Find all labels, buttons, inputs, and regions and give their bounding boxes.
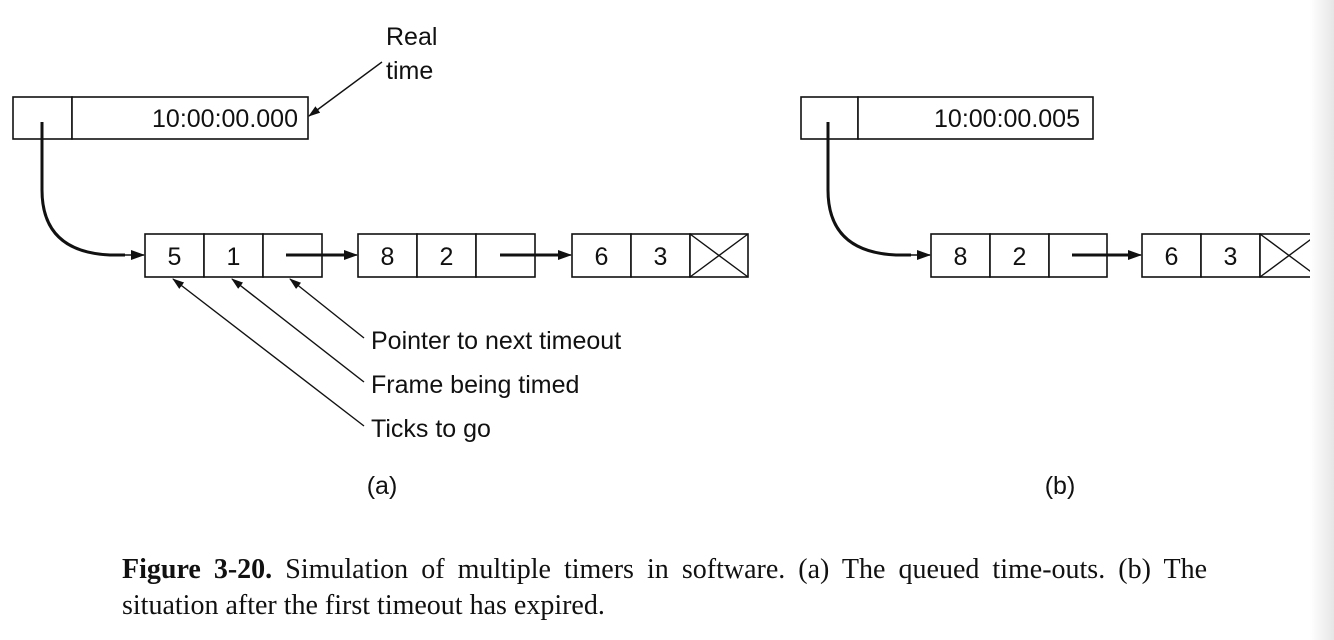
clock-time-a: 10:00:00.000 bbox=[152, 105, 298, 133]
real-time-pointer-arrow bbox=[308, 61, 383, 117]
timeout-node-b-1: 8 2 bbox=[930, 233, 1108, 278]
frame-cell bbox=[416, 233, 477, 278]
frame-value: 3 bbox=[1224, 243, 1238, 271]
timeout-node-b-2: 6 3 bbox=[1141, 233, 1319, 278]
figure-caption-label: Figure 3-20. bbox=[122, 554, 273, 585]
figure-caption-text: Simulation of multiple timers in softwar… bbox=[122, 554, 1207, 621]
frame-value: 2 bbox=[1013, 243, 1027, 271]
clock-to-list-pointer-a bbox=[40, 122, 125, 257]
frame-value: 1 bbox=[227, 243, 241, 271]
ticks-value: 5 bbox=[168, 243, 182, 271]
timer-diagram: Real time 10:00:00.000 5 1 8 2 bbox=[12, 23, 1319, 500]
figure-caption: Figure 3-20. Simulation of multiple time… bbox=[122, 552, 1207, 624]
frame-cell bbox=[989, 233, 1050, 278]
ticks-value: 8 bbox=[381, 243, 395, 271]
clock-box-a: 10:00:00.000 bbox=[12, 96, 309, 140]
panel-a-label: (a) bbox=[367, 472, 398, 500]
ticks-value: 6 bbox=[1165, 243, 1179, 271]
pointer-annotation-leader bbox=[289, 278, 365, 339]
panel-a: Real time 10:00:00.000 5 1 8 2 bbox=[12, 23, 749, 500]
frame-value: 2 bbox=[440, 243, 454, 271]
clock-time-b: 10:00:00.005 bbox=[934, 105, 1080, 133]
timeout-node-a-1: 5 1 bbox=[144, 233, 323, 278]
ticks-cell bbox=[357, 233, 418, 278]
clock-box-b: 10:00:00.005 bbox=[800, 96, 1094, 140]
ticks-value: 8 bbox=[954, 243, 968, 271]
timeout-node-a-3: 6 3 bbox=[571, 233, 749, 278]
clock-time-cell-b bbox=[857, 96, 1094, 140]
real-time-label-line2: time bbox=[386, 57, 433, 85]
real-time-label-line1: Real bbox=[386, 23, 437, 51]
pointer-annotation-label: Pointer to next timeout bbox=[371, 327, 621, 355]
page-edge-shadow bbox=[1310, 0, 1334, 640]
frame-cell bbox=[1200, 233, 1261, 278]
ticks-annotation-label: Ticks to go bbox=[371, 415, 491, 443]
panel-b: 10:00:00.005 8 2 6 3 (b) bbox=[800, 96, 1319, 500]
ticks-annotation-leader bbox=[172, 278, 365, 427]
ticks-cell bbox=[571, 233, 632, 278]
clock-time-cell-a bbox=[71, 96, 309, 140]
frame-annotation-label: Frame being timed bbox=[371, 371, 579, 399]
frame-cell bbox=[630, 233, 691, 278]
frame-value: 3 bbox=[654, 243, 668, 271]
ticks-cell bbox=[1141, 233, 1202, 278]
frame-annotation-leader bbox=[231, 278, 365, 383]
ticks-cell bbox=[144, 233, 205, 278]
clock-to-list-pointer-b bbox=[826, 122, 911, 257]
panel-b-label: (b) bbox=[1045, 472, 1076, 500]
ticks-value: 6 bbox=[595, 243, 609, 271]
